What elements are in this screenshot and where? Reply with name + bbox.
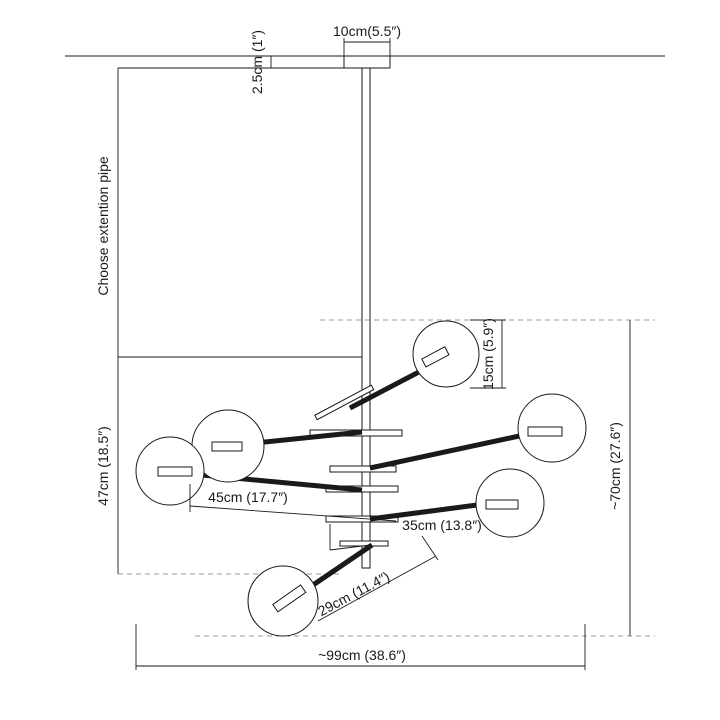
- long-arm-dim-line: [189, 505, 397, 522]
- globe-left-upper: [191, 409, 265, 483]
- globe-diameter-label: 15cm (5.9″): [480, 318, 496, 390]
- arm-span-height-label: 47cm (18.5″): [95, 426, 111, 506]
- globe-top: [412, 320, 480, 388]
- short-arm-tick-top: [421, 535, 439, 561]
- canopy-height-label: 2.5cm (1″): [249, 30, 265, 94]
- overall-height-label: ~70cm (27.6″): [607, 422, 623, 510]
- canopy: [343, 55, 391, 69]
- overall-width-label: ~99cm (38.6″): [318, 647, 406, 663]
- mid-arm-dim-line-2: [329, 544, 371, 551]
- mid-arm-label: 35cm (13.8″): [402, 517, 482, 533]
- extension-pipe-label: Choose extention pipe: [95, 156, 111, 296]
- globe-left-lower: [135, 436, 205, 506]
- canopy-width-label: 10cm(5.5″): [333, 23, 401, 39]
- long-arm-label: 45cm (17.7″): [208, 489, 288, 505]
- down-rod: [361, 67, 371, 569]
- short-arm-dim-line: [317, 555, 437, 622]
- globe-bottom: [247, 565, 319, 637]
- globe-right: [517, 393, 587, 463]
- globe-right-lower: [475, 468, 545, 538]
